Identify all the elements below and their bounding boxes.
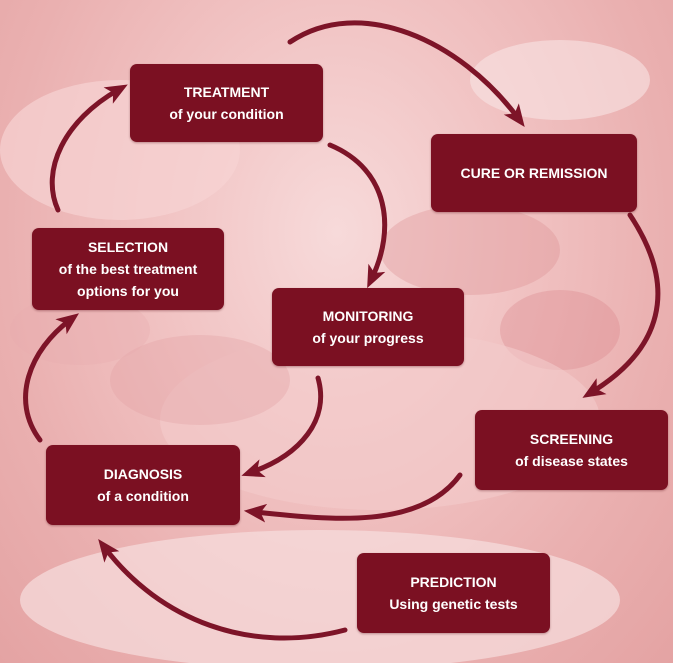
arrow-monitoring-to-diagnosis [241,375,324,478]
step-prediction: PREDICTION Using genetic tests [357,553,550,633]
arrow-screening-to-diagnosis [243,472,463,523]
cure-title: CURE OR REMISSION [460,165,608,181]
selection-subtitle-line2: options for you [77,283,179,299]
arrow-prediction-to-diagnosis [98,539,348,641]
step-screening: SCREENING of disease states [475,410,668,490]
screening-subtitle: of disease states [515,453,628,469]
prediction-subtitle: Using genetic tests [389,596,518,612]
step-cure-or-remission: CURE OR REMISSION [431,134,637,212]
treatment-subtitle: of your condition [169,106,284,122]
step-treatment: TREATMENT of your condition [130,64,323,142]
selection-title: SELECTION [87,239,169,255]
step-selection: SELECTION of the best treatment options … [32,228,224,310]
arrow-diagnosis-to-selection [23,313,79,443]
prediction-title: PREDICTION [410,574,497,590]
treatment-title: TREATMENT [183,84,270,100]
diagnosis-subtitle: of a condition [97,488,189,504]
step-diagnosis: DIAGNOSIS of a condition [46,445,240,525]
monitoring-title: MONITORING [322,308,414,324]
screening-title: SCREENING [529,431,614,447]
diagnosis-title: DIAGNOSIS [103,466,183,482]
step-monitoring: MONITORING of your progress [272,288,464,366]
arrow-selection-to-treatment [49,84,128,213]
arrow-treatment-to-cure [287,20,525,128]
monitoring-subtitle: of your progress [312,330,424,346]
selection-subtitle-line1: of the best treatment [58,261,198,277]
arrow-treatment-to-monitoring [327,142,388,289]
arrow-cure-to-screening [582,212,661,398]
